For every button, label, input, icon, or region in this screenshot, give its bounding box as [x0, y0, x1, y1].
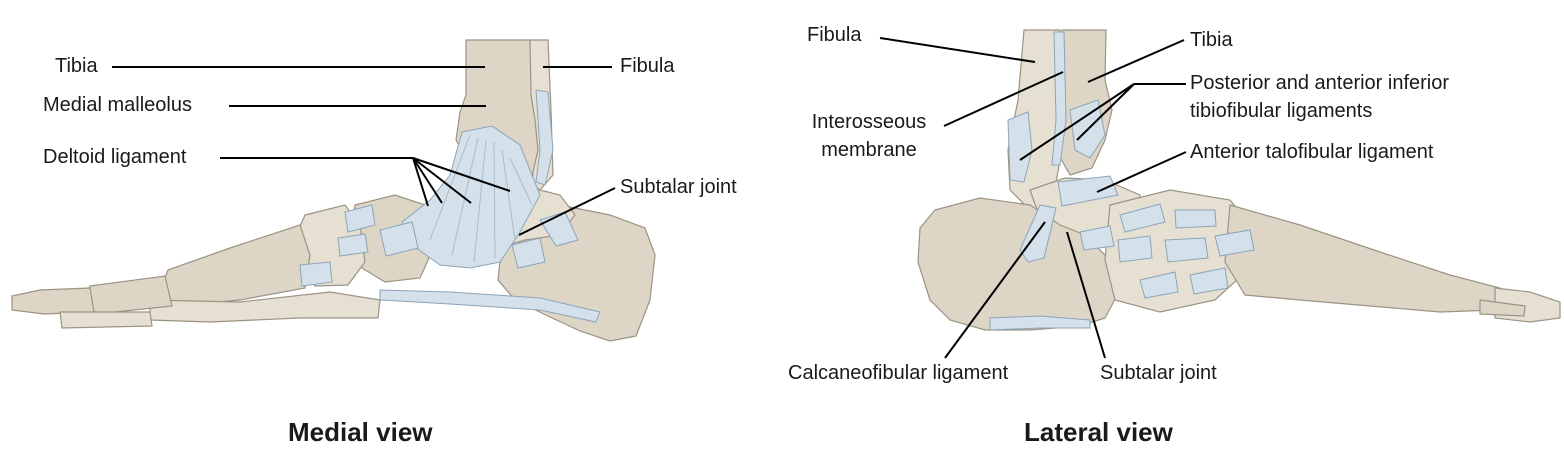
lateral-anterior-talofibular-ligament: [1057, 175, 1119, 207]
label-tibiofibular-line2: tibiofibular ligaments: [1190, 100, 1373, 122]
label-calcaneofibular: Calcaneofibular ligament: [788, 362, 1009, 384]
medial-deltoid-branch-1: [412, 157, 429, 207]
medial-phalanx-distal: [11, 287, 95, 315]
lateral-metatarsals: [1224, 204, 1501, 313]
lateral-tibiofibular-ligament-posterior: [1007, 111, 1033, 183]
label-medial-subtalar-joint: Subtalar joint: [620, 176, 737, 198]
label-interosseous-line1: Interosseous: [811, 111, 927, 133]
label-lateral-subtalar-joint: Subtalar joint: [1100, 362, 1217, 384]
lateral-plantar-ligament: [989, 315, 1091, 331]
medial-foot-illustration: [11, 39, 656, 342]
lateral-interosseous-leader: [943, 71, 1064, 127]
medial-metatarsal-1: [159, 224, 311, 307]
lateral-subtalar-leader: [1066, 231, 1106, 359]
medial-deltoid-branch-2: [412, 157, 443, 204]
label-interosseous-line2: membrane: [821, 139, 917, 161]
lateral-calcaneofibular-ligament: [1019, 204, 1057, 263]
label-tibiofibular-line1: Posterior and anterior inferior: [1190, 72, 1450, 94]
lateral-talofibular-leader: [1096, 151, 1187, 193]
label-anterior-talofibular: Anterior talofibular ligament: [1190, 141, 1434, 163]
medial-deltoid-branch-3: [412, 157, 472, 204]
medial-deltoid-branch-4: [412, 157, 511, 192]
lateral-calcaneofibular-leader: [944, 221, 1046, 359]
medial-plantar-ligament: [379, 289, 601, 323]
caption-lateral-view: Lateral view: [1024, 417, 1173, 447]
medial-deltoid-ligament: [401, 125, 541, 269]
label-lateral-tibia: Tibia: [1190, 29, 1233, 51]
label-medial-malleolus: Medial malleolus: [43, 94, 192, 116]
lateral-tibiofibular-branch-2: [1076, 83, 1135, 141]
medial-subtalar-leader: [518, 187, 616, 236]
label-medial-tibia: Tibia: [55, 55, 98, 77]
lateral-fibula-leader: [879, 37, 1036, 63]
label-medial-fibula: Fibula: [620, 55, 675, 77]
medial-phalanx-lateral: [59, 311, 153, 329]
label-deltoid-ligament: Deltoid ligament: [43, 146, 187, 168]
lateral-tibiofibular-branch-1: [1019, 83, 1135, 161]
lateral-tibia-leader: [1087, 39, 1185, 83]
label-lateral-fibula: Fibula: [807, 24, 862, 46]
medial-metatarsal-2: [149, 291, 381, 323]
lateral-foot-illustration: [879, 29, 1561, 359]
caption-medial-view: Medial view: [288, 417, 433, 447]
